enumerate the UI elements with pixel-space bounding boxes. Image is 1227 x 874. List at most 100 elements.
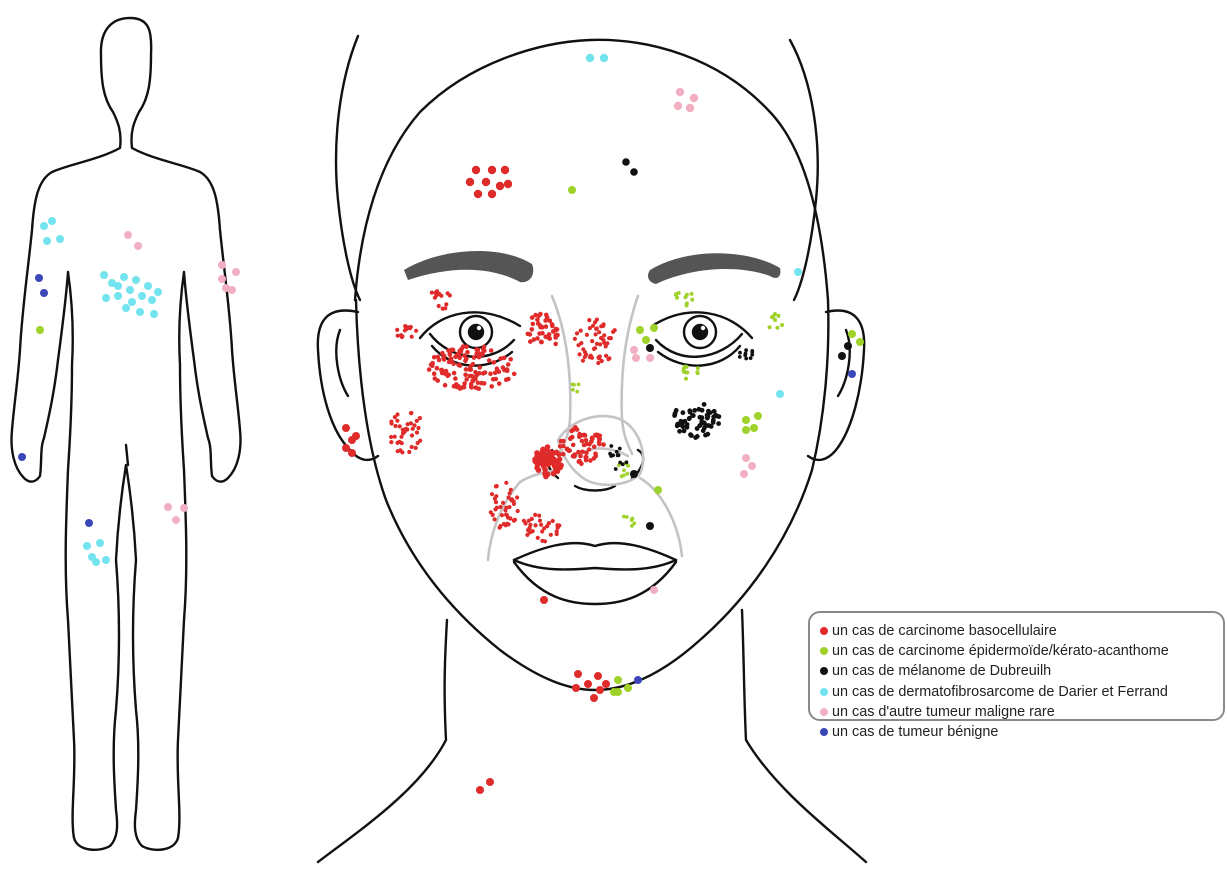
lesion-dot-bcc	[550, 324, 555, 329]
lesion-dot-rare	[686, 104, 694, 112]
lesion-dot-mel	[685, 425, 690, 430]
lesion-dot-scc	[625, 472, 629, 476]
lesion-dot-scc	[773, 318, 777, 322]
lesion-dot-bcc	[504, 481, 508, 485]
lesion-dot-benign	[85, 519, 93, 527]
lesion-dot-mel	[750, 350, 754, 354]
legend-item-bcc: un cas de carcinome basocellulaire	[832, 621, 1223, 641]
lesion-dot-bcc	[478, 365, 483, 370]
lesion-dot-scc	[768, 325, 772, 329]
lesion-dot-bcc	[578, 352, 582, 356]
lesion-dot-bcc	[584, 458, 589, 463]
lesion-dot-scc	[614, 676, 622, 684]
lesion-dot-bcc	[456, 384, 461, 389]
lesion-dot-bcc	[489, 510, 493, 514]
lesion-dot-bcc	[538, 312, 543, 317]
lesion-dot-bcc	[503, 508, 507, 512]
lesion-dot-scc	[780, 323, 784, 327]
lesion-dot-dfsp	[144, 282, 152, 290]
lesion-dot-bcc	[595, 342, 599, 346]
lesion-dot-bcc	[476, 381, 481, 386]
lesion-dot-bcc	[539, 523, 543, 527]
lesion-dot-bcc	[400, 441, 404, 445]
legend-dot-bcc	[820, 627, 828, 635]
lesion-dot-rare	[222, 284, 230, 292]
lesion-dots	[18, 54, 864, 794]
lesion-dot-bcc	[493, 371, 498, 376]
lesion-dot-mel	[744, 348, 748, 352]
lesion-dot-dfsp	[138, 292, 146, 300]
lesion-dot-mel	[617, 453, 621, 457]
lesion-dot-mel	[677, 429, 682, 434]
lesion-dot-bcc	[536, 536, 540, 540]
lesion-dot-bcc	[553, 335, 558, 340]
lesion-dot-scc	[625, 515, 629, 519]
lesion-dot-rare	[674, 102, 682, 110]
legend-dot-rare	[820, 708, 828, 716]
lesion-dot-bcc	[576, 343, 580, 347]
lesion-dot-rare	[690, 94, 698, 102]
lesion-dot-mel	[844, 342, 852, 350]
lesion-dot-bcc	[481, 347, 486, 352]
lesion-dot-bcc	[440, 351, 445, 356]
lesion-dot-scc	[622, 469, 626, 473]
lesion-dot-scc	[848, 330, 856, 338]
lesion-dot-bcc	[396, 334, 400, 338]
lesion-dot-bcc	[501, 501, 505, 505]
lesion-dot-dfsp	[102, 294, 110, 302]
lesion-dot-rare	[646, 354, 654, 362]
lesion-dot-bcc	[551, 471, 557, 477]
lesion-dot-bcc	[437, 292, 441, 296]
lesion-dot-bcc	[486, 778, 494, 786]
lesion-dot-bcc	[446, 373, 451, 378]
lesion-dot-bcc	[597, 330, 601, 334]
lesion-dot-rare	[632, 354, 640, 362]
lesion-dot-bcc	[494, 484, 498, 488]
lesion-dot-bcc	[534, 465, 540, 471]
lesion-dot-bcc	[398, 424, 402, 428]
lesion-dot-scc	[690, 298, 694, 302]
lesion-dot-bcc	[584, 680, 592, 688]
lesion-dot-rare	[218, 261, 226, 269]
lesion-dot-bcc	[540, 596, 548, 604]
lesion-dot-dfsp	[48, 217, 56, 225]
lesion-dot-bcc	[352, 432, 360, 440]
lesion-dot-scc	[685, 301, 689, 305]
lesion-dot-bcc	[575, 331, 579, 335]
lesion-dot-bcc	[538, 519, 542, 523]
lesion-dot-dfsp	[114, 282, 122, 290]
lesion-dot-rare	[172, 516, 180, 524]
lesion-dot-bcc	[499, 505, 503, 509]
lesion-dot-bcc	[512, 502, 516, 506]
lesion-dot-bcc	[549, 460, 555, 466]
lesion-dot-bcc	[551, 450, 557, 456]
legend-label-rare: un cas d'autre tumeur maligne rare	[832, 704, 1055, 720]
lesion-dot-bcc	[580, 450, 585, 455]
lesion-dot-bcc	[412, 423, 416, 427]
lesion-dot-bcc	[416, 441, 420, 445]
lesion-dot-bcc	[400, 334, 404, 338]
lesion-dot-bcc	[433, 296, 437, 300]
lesion-dot-bcc	[501, 365, 506, 370]
lesion-dot-bcc	[597, 442, 602, 447]
lesion-dot-bcc	[489, 348, 494, 353]
lesion-dot-bcc	[342, 424, 350, 432]
lesion-dot-scc	[636, 326, 644, 334]
lesion-dot-bcc	[583, 433, 588, 438]
lesion-dot-bcc	[488, 371, 493, 376]
legend: un cas de carcinome basocellulaire un ca…	[808, 611, 1225, 721]
lesion-dot-bcc	[505, 513, 509, 517]
lesion-dot-bcc	[500, 513, 504, 517]
lesion-dot-rare	[650, 586, 658, 594]
lesion-dot-mel	[621, 462, 625, 466]
lesion-dot-bcc	[449, 357, 454, 362]
lesion-dot-bcc	[490, 492, 494, 496]
lesion-dot-mel	[687, 416, 692, 421]
lesion-dot-bcc	[435, 366, 440, 371]
lesion-dot-bcc	[510, 498, 514, 502]
lesion-dot-bcc	[415, 419, 419, 423]
legend-item-dfsp: un cas de dermatofibrosarcome de Darier …	[832, 682, 1223, 702]
lesion-dot-bcc	[572, 684, 580, 692]
legend-label-dfsp: un cas de dermatofibrosarcome de Darier …	[832, 684, 1168, 700]
lesion-dot-benign	[848, 370, 856, 378]
